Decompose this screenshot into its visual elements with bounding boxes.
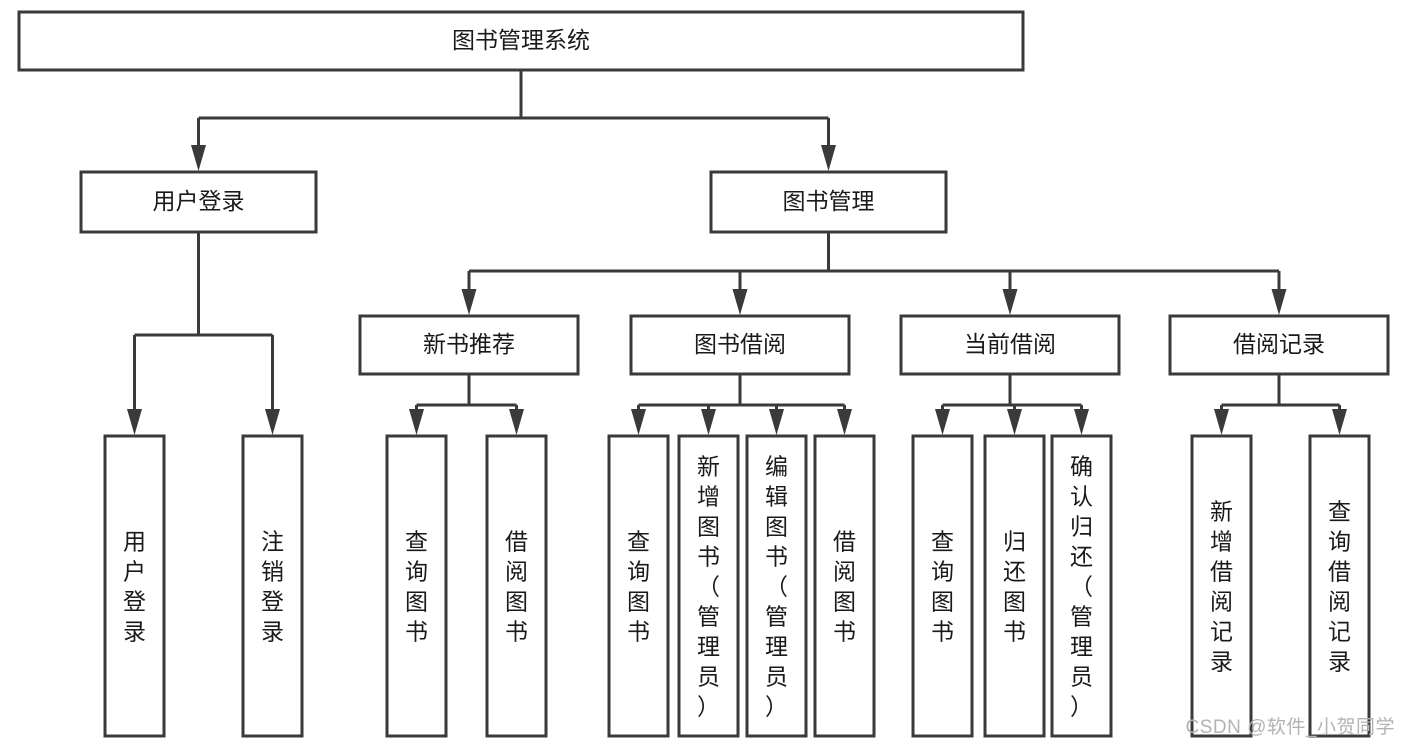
arrow-head — [631, 409, 646, 435]
node-box-root — [17, 10, 1025, 72]
edge-group-current-borrow-to-leaves — [935, 374, 1089, 435]
node-boxes: 图书管理系统用户登录图书管理新书推荐图书借阅当前借阅借阅记录用户登录注销登录查询… — [17, 10, 1390, 738]
node-leaf-user-login[interactable]: 用户登录 — [103, 434, 166, 738]
arrow-head — [1007, 409, 1022, 435]
node-box-new-book-recommend — [358, 314, 580, 376]
node-label-leaf-borrow-book: 借阅图书 — [833, 528, 856, 644]
node-box-leaf-confirm-return — [1050, 434, 1113, 738]
node-box-leaf-edit-book — [745, 434, 808, 738]
node-box-borrow-record — [1168, 314, 1390, 376]
node-label-leaf-edit-book: 编辑图书（管理员） — [765, 453, 788, 719]
node-root[interactable]: 图书管理系统 — [17, 10, 1025, 72]
node-leaf-query-book-borrow[interactable]: 查询图书 — [607, 434, 670, 738]
arrow-head — [1332, 409, 1347, 435]
arrow-head — [461, 289, 477, 315]
node-label-leaf-confirm-return: 确认归还（管理员） — [1070, 453, 1093, 719]
node-label-leaf-return-book: 归还图书 — [1003, 528, 1026, 644]
arrow-head — [1002, 289, 1018, 315]
node-box-leaf-borrow-book-rec — [485, 434, 548, 738]
node-label-leaf-query-book-rec: 查询图书 — [405, 528, 428, 644]
arrow-head — [837, 409, 852, 435]
node-label-leaf-query-book-borrow: 查询图书 — [627, 528, 650, 644]
edge-group-borrow-record-to-leaves — [1214, 374, 1347, 435]
node-current-borrow[interactable]: 当前借阅 — [899, 314, 1121, 376]
node-label-new-book-recommend: 新书推荐 — [423, 331, 515, 357]
arrow-head — [1074, 409, 1089, 435]
node-leaf-return-book[interactable]: 归还图书 — [983, 434, 1046, 738]
arrow-head — [509, 409, 524, 435]
edge-group-user-login-to-leaves — [127, 232, 280, 435]
node-leaf-query-book-rec[interactable]: 查询图书 — [385, 434, 448, 738]
node-box-book-manage — [709, 170, 948, 234]
node-box-leaf-user-login — [103, 434, 166, 738]
node-leaf-add-record[interactable]: 新增借阅记录 — [1190, 434, 1253, 738]
arrow-head — [1271, 289, 1287, 315]
node-leaf-confirm-return[interactable]: 确认归还（管理员） — [1050, 434, 1113, 738]
arrow-head — [265, 409, 280, 435]
arrow-head — [769, 409, 784, 435]
node-book-borrow[interactable]: 图书借阅 — [629, 314, 851, 376]
node-label-leaf-query-book-cur: 查询图书 — [931, 528, 954, 644]
edge-group-new-book-recommend-to-leaves — [409, 374, 524, 435]
node-box-leaf-add-book — [677, 434, 740, 738]
arrow-head — [701, 409, 716, 435]
node-label-leaf-add-record: 新增借阅记录 — [1210, 498, 1233, 674]
arrow-head — [1214, 409, 1229, 435]
node-label-user-login: 用户登录 — [153, 188, 245, 214]
node-label-root: 图书管理系统 — [452, 27, 590, 53]
node-box-leaf-return-book — [983, 434, 1046, 738]
node-box-leaf-borrow-book — [813, 434, 876, 738]
node-leaf-query-record[interactable]: 查询借阅记录 — [1308, 434, 1371, 738]
node-borrow-record[interactable]: 借阅记录 — [1168, 314, 1390, 376]
node-leaf-borrow-book-rec[interactable]: 借阅图书 — [485, 434, 548, 738]
arrow-head — [732, 289, 748, 315]
node-user-login[interactable]: 用户登录 — [79, 170, 318, 234]
node-box-leaf-query-book-cur — [911, 434, 974, 738]
node-label-leaf-logout: 注销登录 — [261, 528, 284, 644]
arrow-head — [935, 409, 950, 435]
node-new-book-recommend[interactable]: 新书推荐 — [358, 314, 580, 376]
node-box-leaf-query-book-borrow — [607, 434, 670, 738]
node-label-leaf-borrow-book-rec: 借阅图书 — [505, 528, 528, 644]
edge-group-root-to-level2 — [191, 70, 836, 171]
node-label-leaf-add-book: 新增图书（管理员） — [697, 453, 720, 719]
node-label-leaf-user-login: 用户登录 — [123, 528, 146, 644]
node-box-user-login — [79, 170, 318, 234]
node-label-borrow-record: 借阅记录 — [1233, 331, 1325, 357]
node-box-leaf-add-record — [1190, 434, 1253, 738]
node-label-current-borrow: 当前借阅 — [964, 331, 1056, 357]
node-leaf-edit-book[interactable]: 编辑图书（管理员） — [745, 434, 808, 738]
node-label-leaf-query-record: 查询借阅记录 — [1328, 498, 1351, 674]
node-leaf-add-book[interactable]: 新增图书（管理员） — [677, 434, 740, 738]
node-label-book-manage: 图书管理 — [783, 188, 875, 214]
node-book-manage[interactable]: 图书管理 — [709, 170, 948, 234]
arrow-head — [127, 409, 142, 435]
node-leaf-query-book-cur[interactable]: 查询图书 — [911, 434, 974, 738]
arrow-head — [821, 145, 836, 171]
node-label-book-borrow: 图书借阅 — [694, 331, 786, 357]
node-box-book-borrow — [629, 314, 851, 376]
edge-group-book-manage-to-level3 — [461, 232, 1287, 315]
node-box-current-borrow — [899, 314, 1121, 376]
arrow-head — [409, 409, 424, 435]
node-leaf-logout[interactable]: 注销登录 — [241, 434, 304, 738]
node-box-leaf-query-record — [1308, 434, 1371, 738]
connector-edges — [127, 70, 1347, 435]
node-box-leaf-query-book-rec — [385, 434, 448, 738]
arrow-head — [191, 145, 206, 171]
node-leaf-borrow-book[interactable]: 借阅图书 — [813, 434, 876, 738]
node-box-leaf-logout — [241, 434, 304, 738]
edge-group-book-borrow-to-leaves — [631, 374, 852, 435]
